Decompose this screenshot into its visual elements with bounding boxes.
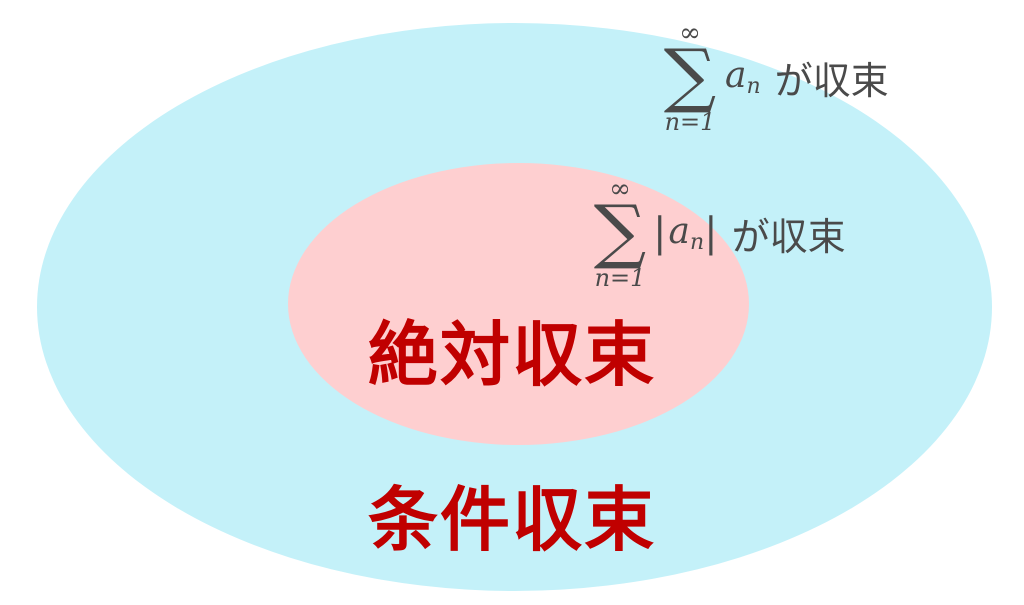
summation: ∞ ∑ n=1 <box>657 18 723 136</box>
sigma-icon: ∑ <box>663 34 717 116</box>
series-term: an <box>725 55 761 99</box>
series-term: an <box>668 211 704 255</box>
sum-upper-limit: ∞ <box>609 174 631 204</box>
sigma-icon: ∑ <box>593 190 647 272</box>
term-base: a <box>725 55 747 96</box>
abs-bar-left: | <box>653 210 667 256</box>
inner-condition-formula: ∞ ∑ n=1 | an | が収束 <box>587 174 846 292</box>
outer-condition-formula: ∞ ∑ n=1 an が収束 <box>657 18 889 136</box>
absolute-convergence-label: 絶対収束 <box>368 314 656 396</box>
sum-upper-limit: ∞ <box>679 18 701 48</box>
absolute-convergence-set <box>288 163 749 445</box>
condition-suffix: が収束 <box>731 214 846 259</box>
abs-bar-right: | <box>704 210 718 256</box>
sum-lower-limit: n=1 <box>664 108 716 136</box>
term-subscript: n <box>746 74 761 99</box>
sum-lower-limit: n=1 <box>594 264 646 292</box>
conditional-convergence-label: 条件収束 <box>368 479 656 561</box>
condition-suffix: が収束 <box>774 58 889 103</box>
term-base: a <box>668 211 690 252</box>
summation: ∞ ∑ n=1 <box>587 174 653 292</box>
term-subscript: n <box>689 230 705 255</box>
